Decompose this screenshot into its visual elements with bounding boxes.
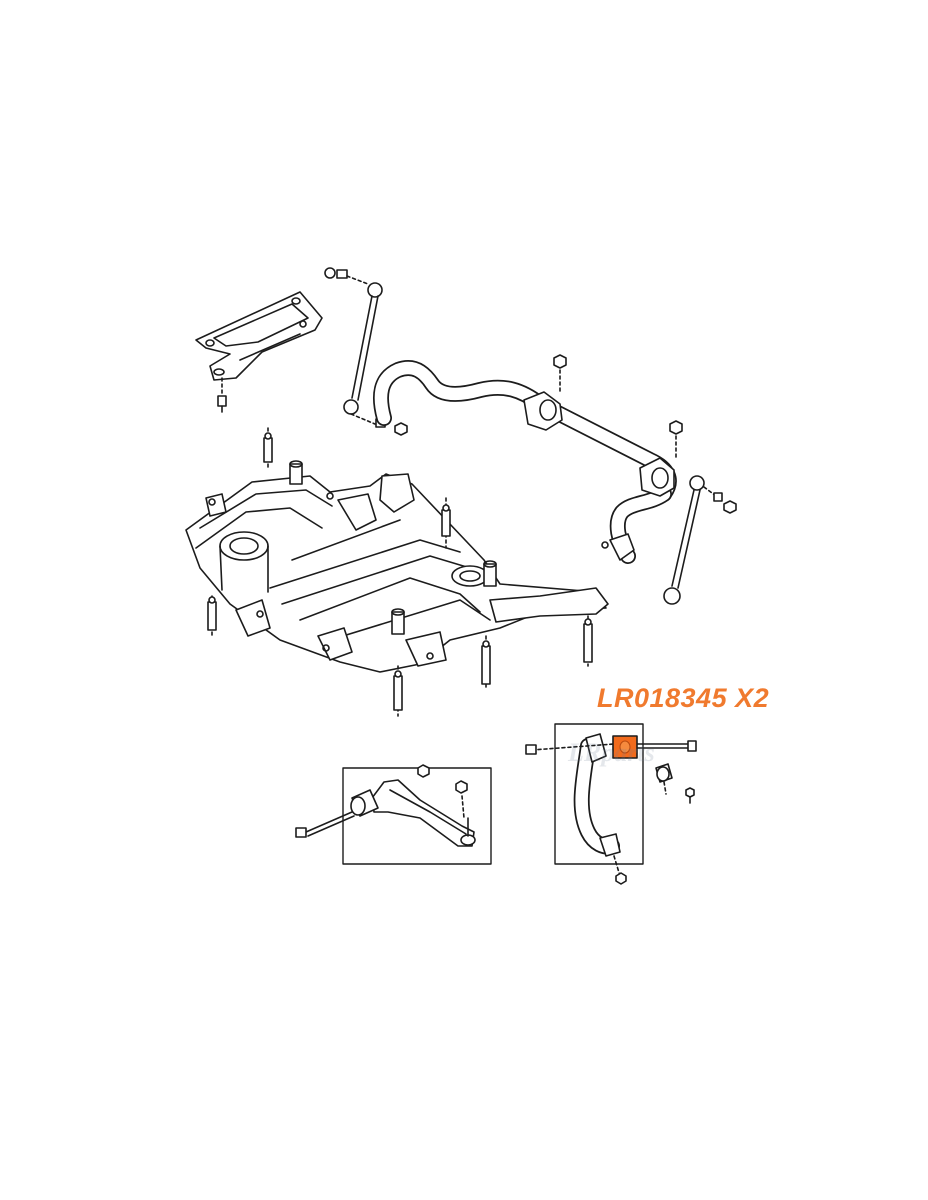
stabilizer-link-right [663,475,737,605]
stabilizer-link-left [324,267,408,436]
part-number-label: LR018345 X2 [597,683,770,713]
watermark: LRparts [568,738,655,767]
heat-shield-plate [195,291,323,381]
inset-lower-control-arm [295,764,492,865]
inset-upper-arm [525,723,697,885]
stabilizer-bushing-clamp-center [523,354,567,431]
subframe-bolts [207,427,593,717]
front-subframe [185,460,609,673]
plate-bolt [217,377,227,413]
stabilizer-bushing-clamp-right [601,420,683,561]
